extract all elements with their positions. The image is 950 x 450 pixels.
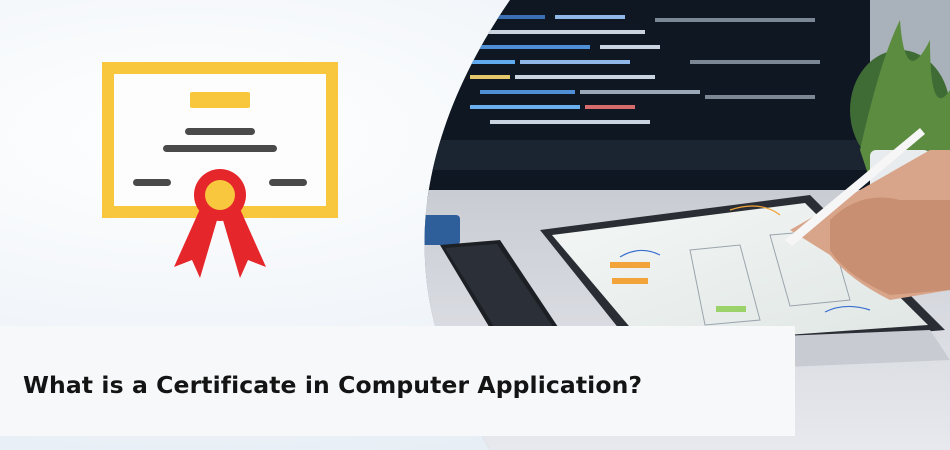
certificate-line [185, 128, 255, 135]
certificate-heading-bar [190, 92, 250, 108]
certificate-line [269, 179, 307, 186]
page-title: What is a Certificate in Computer Applic… [23, 371, 643, 399]
seal-inner [205, 180, 235, 210]
certificate-line [163, 145, 277, 152]
certificate-icon [100, 60, 340, 280]
certificate-line [133, 179, 171, 186]
ribbon-right [220, 200, 266, 278]
ribbon-left [174, 200, 220, 278]
title-banner: What is a Certificate in Computer Applic… [0, 326, 795, 436]
